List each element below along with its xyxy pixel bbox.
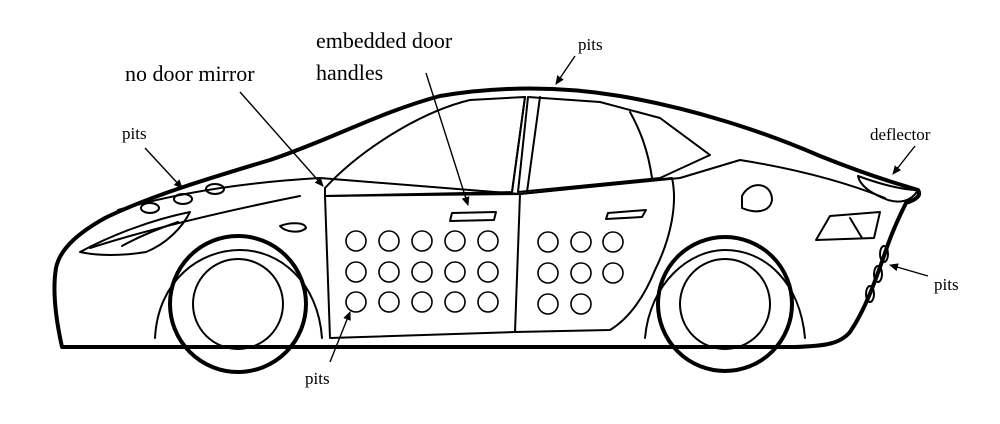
- pit: [378, 261, 400, 283]
- label-pits-bottom: pits: [305, 369, 330, 388]
- hood-pits: [140, 183, 225, 214]
- rear-deflector: [857, 175, 919, 203]
- doors: [279, 177, 773, 339]
- arrow-pits-top: [555, 55, 576, 85]
- hood-pit: [173, 193, 193, 205]
- front-rim: [192, 258, 284, 350]
- pit: [444, 261, 466, 283]
- lights: [79, 211, 881, 256]
- arrow-pits-bottom: [329, 311, 351, 363]
- pit: [477, 291, 499, 313]
- pit: [411, 261, 433, 283]
- pit: [570, 262, 592, 284]
- rear-door: [514, 177, 675, 333]
- hood-pit: [205, 183, 225, 195]
- pit: [477, 230, 499, 252]
- label-embedded-door-handles-1: embedded door: [316, 28, 453, 53]
- arrow-no-door-mirror: [239, 91, 324, 187]
- pit: [537, 231, 559, 253]
- label-pits-top: pits: [578, 35, 603, 54]
- pit: [477, 261, 499, 283]
- taillight: [815, 211, 881, 241]
- labels: pits embedded door handles no door mirro…: [122, 28, 959, 388]
- side-indicator: [279, 222, 307, 233]
- pit: [570, 231, 592, 253]
- pit: [345, 230, 367, 252]
- pit: [537, 262, 559, 284]
- front-door-handle: [449, 211, 497, 222]
- headlight-inner: [121, 221, 179, 247]
- front-tire: [168, 234, 308, 374]
- pit: [602, 262, 624, 284]
- rear-door-handle: [605, 209, 647, 220]
- b-pillar-inner: [526, 96, 541, 193]
- hood-crease: [89, 195, 301, 249]
- taillight-inner: [849, 217, 863, 239]
- rear-tire: [656, 235, 794, 373]
- headlight: [79, 211, 191, 256]
- pit: [444, 230, 466, 252]
- pit: [411, 230, 433, 252]
- car-outer-outline: [52, 86, 922, 349]
- arrow-door-handles: [425, 72, 470, 206]
- rear-pits: [865, 245, 889, 303]
- arrow-pits-hood: [144, 147, 183, 189]
- label-embedded-door-handles-2: handles: [316, 60, 383, 85]
- front-wheel: [154, 234, 323, 374]
- rear-pit: [865, 285, 875, 303]
- door-pits: [345, 230, 624, 315]
- rear-pit: [879, 245, 889, 263]
- pit: [602, 231, 624, 253]
- greenhouse: [324, 96, 711, 197]
- hood-pit: [140, 202, 160, 214]
- pit: [411, 291, 433, 313]
- pit: [345, 261, 367, 283]
- beltline: [117, 159, 886, 211]
- label-pits-rear: pits: [934, 275, 959, 294]
- label-pits-hood: pits: [122, 124, 147, 143]
- front-window: [324, 96, 526, 197]
- rear-pit: [873, 265, 883, 283]
- rear-rim: [679, 258, 771, 350]
- fuel-cap: [741, 184, 773, 213]
- pit: [444, 291, 466, 313]
- quarter-window-divider: [629, 111, 653, 179]
- b-pillar: [511, 96, 526, 193]
- pit: [537, 293, 559, 315]
- arrow-deflector: [892, 145, 916, 175]
- label-deflector: deflector: [870, 125, 931, 144]
- pit: [378, 230, 400, 252]
- pit: [378, 291, 400, 313]
- front-wheel-arch: [154, 249, 323, 339]
- label-no-door-mirror: no door mirror: [125, 61, 255, 86]
- rear-window: [517, 96, 711, 193]
- pit: [345, 291, 367, 313]
- pit: [570, 293, 592, 315]
- arrow-pits-rear: [889, 263, 929, 277]
- rear-wheel-arch: [644, 249, 806, 339]
- annotation-arrows: [144, 55, 929, 363]
- rear-wheel: [644, 235, 806, 373]
